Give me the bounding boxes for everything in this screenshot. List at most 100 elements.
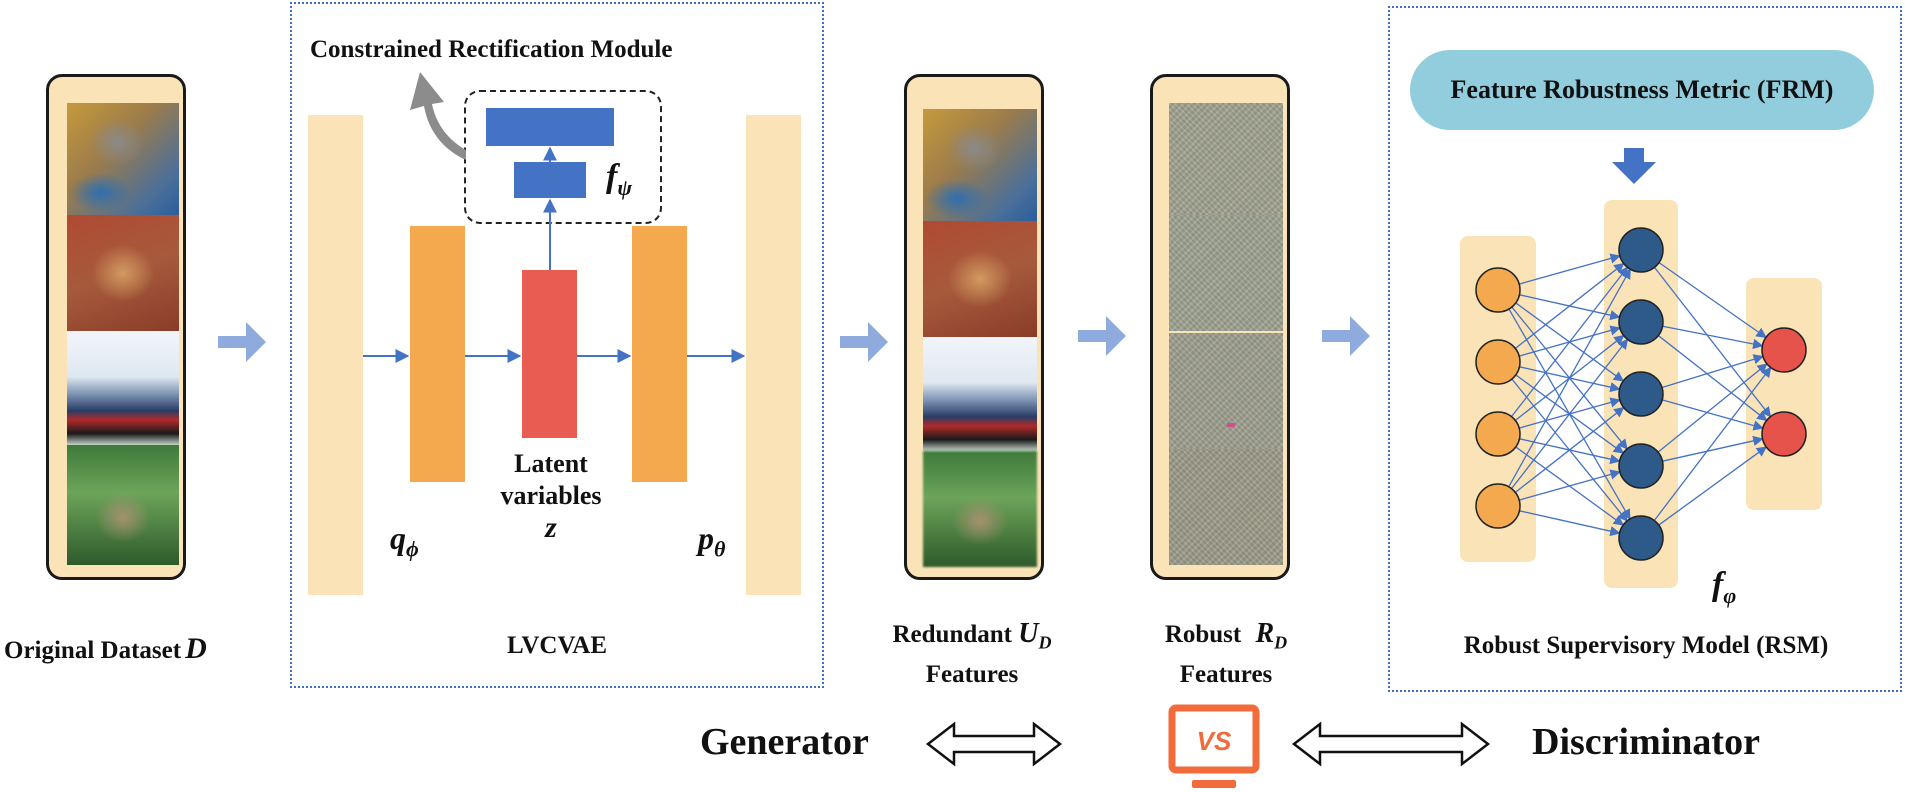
input-node-4 — [1475, 483, 1521, 529]
rsm-label: Robust Supervisory Model (RSM) — [1463, 632, 1829, 659]
edge-in0-hid0 — [1519, 253, 1621, 285]
edge-in3-hid0 — [1508, 268, 1631, 488]
robust-image-3-highlight — [1227, 423, 1235, 427]
original-dataset-stack — [46, 74, 186, 580]
edge-hid4-out0 — [1653, 366, 1772, 521]
encoder-block — [410, 226, 465, 482]
decoder-output-layer — [746, 115, 801, 595]
crm-title: Constrained Rectification Module — [310, 36, 673, 63]
f-varphi-symbol: f — [1712, 566, 1724, 603]
original-dataset-symbol: D — [185, 632, 207, 665]
robust-symbol: R — [1255, 618, 1275, 649]
flow-arrow-4 — [1322, 316, 1370, 356]
hidden-node-1 — [1618, 227, 1664, 273]
p-theta-subscript: θ — [714, 536, 726, 562]
robust-symbol-group: RD — [1255, 618, 1287, 653]
crm-curved-arrow — [410, 72, 466, 160]
input-node-1 — [1475, 267, 1521, 313]
q-phi-symbol: q — [390, 520, 406, 556]
lvcvae-label: LVCVAE — [506, 632, 608, 659]
crm-layer-bottom — [514, 162, 586, 198]
decoder-block — [632, 226, 687, 482]
flow-arrow-1 — [218, 322, 266, 362]
input-node-3 — [1475, 411, 1521, 457]
f-varphi-subscript: φ — [1723, 582, 1737, 608]
redundant-line2: Features — [925, 660, 1019, 688]
discriminator-label: Discriminator — [1532, 721, 1760, 763]
hidden-node-3 — [1618, 371, 1664, 417]
original-image-cat — [67, 103, 179, 215]
redundant-image-cat — [923, 109, 1037, 221]
latent-variables-label: Latent variables z — [500, 448, 601, 544]
flow-arrow-2 — [840, 322, 888, 362]
original-dataset-text: Original Dataset — [4, 637, 182, 664]
edge-in3-hid2 — [1514, 406, 1625, 493]
crm-layer-top — [486, 108, 614, 146]
hidden-node-5 — [1618, 515, 1664, 561]
edge-hid2-out0 — [1661, 354, 1764, 389]
vs-icon: VS — [1168, 704, 1260, 788]
robust-image-2 — [1169, 215, 1283, 331]
edge-in3-hid4 — [1519, 510, 1621, 537]
p-theta-label: pθ — [698, 520, 725, 562]
robust-line2: Features — [1179, 660, 1273, 688]
latent-line2: variables — [500, 481, 602, 510]
original-image-frog — [67, 445, 179, 565]
redundant-subscript: D — [1038, 632, 1052, 653]
hidden-node-2 — [1618, 299, 1664, 345]
output-node-2 — [1761, 411, 1807, 457]
edge-in3-hid3 — [1519, 469, 1621, 501]
frm-down-arrow — [1612, 148, 1656, 184]
redundant-image-toad — [923, 221, 1037, 337]
edge-hid1-out1 — [1657, 335, 1768, 422]
frm-label: Feature Robustness Metric (FRM) — [1450, 75, 1834, 104]
edge-in1-hid0 — [1514, 262, 1625, 349]
edge-hid0-out0 — [1658, 262, 1767, 338]
original-image-toad — [67, 215, 179, 331]
generator-vs-arrow — [925, 721, 1063, 767]
redundant-image-frog — [923, 451, 1037, 567]
output-node-1 — [1761, 327, 1807, 373]
generator-label: Generator — [700, 721, 869, 763]
network-nodes — [1475, 227, 1807, 561]
edge-hid3-out1 — [1662, 435, 1764, 462]
flow-arrow-3 — [1078, 316, 1126, 356]
edge-in2-hid0 — [1510, 266, 1629, 418]
redundant-symbol-group: UD — [1018, 618, 1051, 653]
redundant-features-stack — [904, 74, 1044, 580]
robust-image-1 — [1169, 103, 1283, 215]
edge-hid0-out1 — [1653, 266, 1772, 418]
network-edges — [1508, 253, 1772, 537]
f-psi-subscript: ψ — [617, 174, 633, 200]
redundant-symbol: U — [1018, 618, 1039, 649]
output-layer-band — [1746, 278, 1822, 510]
input-node-2 — [1475, 339, 1521, 385]
robust-subscript: D — [1274, 632, 1288, 653]
frm-box: Feature Robustness Metric (FRM) — [1410, 50, 1874, 130]
robust-features-label: Robust RD Features — [1165, 618, 1287, 691]
vs-discriminator-arrow — [1291, 721, 1491, 767]
hidden-node-4 — [1618, 443, 1664, 489]
encoder-input-layer — [308, 115, 363, 595]
rsm-region — [1388, 6, 1902, 692]
edge-hid3-out0 — [1657, 363, 1768, 453]
robust-line1: Robust — [1164, 621, 1242, 648]
redundant-image-ship — [923, 337, 1037, 451]
edge-hid4-out1 — [1658, 446, 1768, 526]
original-image-ship — [67, 331, 179, 445]
latent-symbol: z — [545, 511, 557, 544]
q-phi-subscript: ϕ — [406, 536, 419, 562]
lvcvae-region — [290, 2, 824, 688]
q-phi-label: qϕ — [390, 520, 419, 562]
robust-image-4 — [1169, 449, 1283, 565]
p-theta-symbol: p — [698, 520, 714, 556]
redundant-line1: Redundant — [892, 621, 1013, 648]
redundant-features-label: Redundant UD Features — [893, 618, 1052, 691]
latent-block — [522, 270, 577, 438]
f-varphi-label: fφ — [1712, 566, 1736, 609]
robust-features-stack — [1150, 74, 1290, 580]
robust-image-3 — [1169, 333, 1283, 449]
f-psi-label: fψ — [606, 158, 632, 201]
